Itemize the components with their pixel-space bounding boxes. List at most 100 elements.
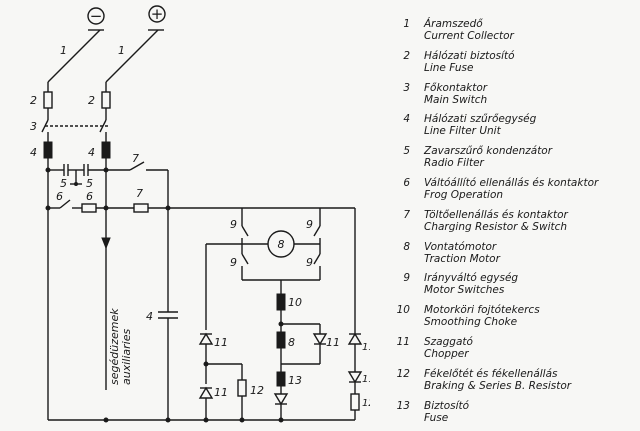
legend-hungarian: Töltőellenállás és kontaktor	[424, 208, 568, 221]
legend-english: Line Fuse	[424, 61, 474, 74]
svg-text:11: 11	[362, 374, 370, 385]
svg-text:5: 5	[60, 177, 67, 190]
legend-hungarian: Hálózati szűrőegység	[424, 113, 537, 126]
line-fuse-left	[43, 91, 53, 109]
svg-text:9: 9	[230, 256, 237, 269]
legend-hungarian: Főkontaktor	[424, 81, 488, 94]
legend-item: 2 Hálózati biztosító Line Fuse	[386, 50, 636, 82]
chopper-diode-upper	[198, 332, 214, 345]
legend-english: Braking & Series B. Resistor	[424, 379, 572, 392]
legend-number: 10	[396, 304, 410, 317]
legend-item: 8 Vontatómotor Traction Motor	[386, 241, 636, 273]
current-collector-right	[105, 29, 159, 83]
charging-switch	[129, 161, 168, 171]
legend-number: 11	[396, 335, 410, 348]
svg-text:11: 11	[214, 336, 228, 349]
braking-resistor	[237, 379, 247, 397]
legend-english: Motor Switches	[424, 284, 505, 297]
legend-hungarian: Vontatómotor	[424, 240, 497, 253]
legend-item: 12 Fékelőtét és fékellenállás Braking & …	[386, 368, 636, 400]
svg-text:2: 2	[88, 94, 95, 107]
svg-text:5: 5	[86, 177, 93, 190]
motor-switch-top-right	[313, 225, 321, 237]
legend-hungarian: Biztosító	[424, 399, 470, 412]
series-element	[276, 331, 286, 349]
svg-text:8: 8	[288, 336, 295, 349]
legend-hungarian: Váltóállító ellenállás és kontaktor	[424, 176, 599, 189]
series-diode	[273, 393, 289, 406]
filter-capacitor	[158, 311, 178, 319]
series-brake-resistor	[350, 393, 360, 411]
svg-text:2: 2	[30, 94, 37, 107]
fuse-13	[276, 371, 286, 387]
legend-hungarian: Hálózati biztosító	[424, 49, 515, 62]
svg-text:4: 4	[146, 310, 153, 323]
legend-item: 9 Irányváltó egység Motor Switches	[386, 272, 636, 304]
legend-english: Fuse	[424, 411, 449, 424]
svg-text:13: 13	[288, 374, 302, 387]
legend-number: 9	[403, 272, 410, 285]
legend-number: 8	[403, 240, 410, 253]
legend-number: 3	[403, 81, 410, 94]
legend-english: Charging Resistor & Switch	[424, 220, 568, 233]
legend-number: 4	[403, 113, 410, 126]
chopper-right-lower	[347, 371, 363, 384]
legend-item: 3 Főkontaktor Main Switch	[386, 82, 636, 114]
svg-text:4: 4	[30, 146, 37, 159]
frog-switch	[59, 199, 71, 209]
legend-english: Radio Filter	[424, 157, 484, 170]
legend-number: 13	[396, 399, 410, 412]
legend-number: 12	[396, 367, 410, 380]
line-filter-left	[43, 141, 53, 159]
legend-item: 5 Zavarszűrő kondenzátor Radio Filter	[386, 145, 636, 177]
negative-terminal: −	[87, 7, 105, 25]
svg-text:11: 11	[362, 342, 370, 353]
current-collector-left	[47, 29, 101, 83]
circuit-schematic: − + 1 1 2 2 3 4 4	[30, 5, 370, 423]
svg-text:1: 1	[118, 44, 125, 57]
legend-item: 1 Áramszedő Current Collector	[386, 18, 636, 50]
motor-switch-bottom-left	[241, 253, 249, 265]
svg-text:9: 9	[306, 218, 313, 231]
legend-hungarian: Irányváltó egység	[424, 272, 519, 285]
svg-text:9: 9	[230, 218, 237, 231]
legend-number: 7	[403, 208, 410, 221]
legend-hungarian: Zavarszűrő kondenzátor	[424, 145, 553, 158]
svg-text:10: 10	[288, 296, 302, 309]
legend-number: 2	[403, 49, 410, 62]
svg-text:7: 7	[136, 187, 143, 200]
legend-hungarian: Motorköri fojtótekercs	[424, 304, 540, 317]
legend-english: Frog Operation	[424, 188, 504, 201]
positive-terminal: +	[148, 5, 166, 23]
smoothing-choke	[276, 293, 286, 311]
legend-hungarian: Fékelőtét és fékellenállás	[424, 367, 558, 380]
legend-english: Chopper	[424, 347, 469, 360]
legend-item: 11 Szaggató Chopper	[386, 336, 636, 368]
svg-text:11: 11	[214, 386, 228, 399]
svg-text:8: 8	[278, 238, 285, 251]
chopper-diode-lower	[198, 386, 214, 399]
legend-english: Traction Motor	[424, 252, 500, 265]
svg-text:auxiliaries: auxiliaries	[120, 329, 133, 385]
legend-number: 5	[403, 145, 410, 158]
traction-motor: 8	[267, 230, 295, 258]
line-filter-right	[101, 141, 111, 159]
svg-text:4: 4	[88, 146, 95, 159]
svg-text:6: 6	[56, 190, 63, 203]
svg-text:6: 6	[86, 190, 93, 203]
frog-resistor	[81, 203, 97, 213]
legend-item: 13 Biztosító Fuse	[386, 400, 636, 431]
legend-english: Smoothing Choke	[424, 316, 518, 329]
legend-english: Line Filter Unit	[424, 125, 501, 138]
svg-text:12: 12	[250, 384, 264, 397]
charging-resistor	[133, 203, 149, 213]
svg-text:1: 1	[60, 44, 67, 57]
legend-item: 10 Motorköri fojtótekercs Smoothing Chok…	[386, 304, 636, 336]
svg-text:3: 3	[30, 120, 37, 133]
legend-item: 7 Töltőellenállás és kontaktor Charging …	[386, 209, 636, 241]
component-legend: 1 Áramszedő Current Collector 2 Hálózati…	[386, 18, 636, 431]
line-fuse-right	[101, 91, 111, 109]
svg-text:7: 7	[132, 152, 139, 165]
svg-text:+: +	[151, 5, 164, 23]
legend-number: 1	[403, 18, 410, 30]
